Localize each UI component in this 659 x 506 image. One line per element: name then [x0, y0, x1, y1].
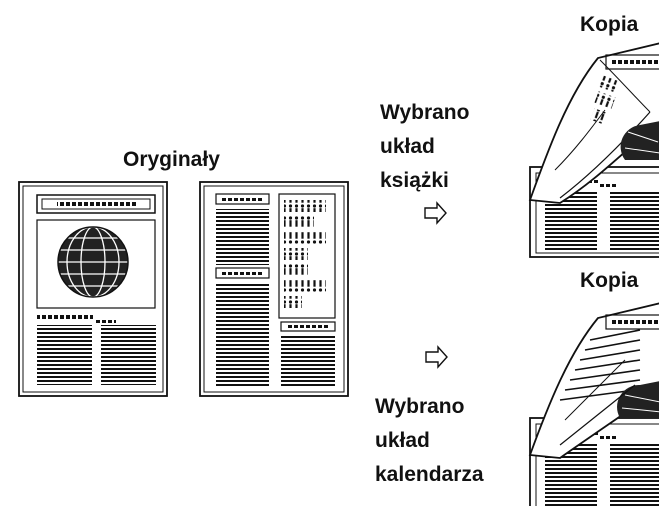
copy-title-book: Kopia: [580, 13, 639, 36]
arrow-right-icon: [425, 345, 448, 369]
original-page-1: [18, 181, 168, 397]
calendar-layout-line3: kalendarza: [375, 463, 484, 486]
arrow-right-icon: [424, 201, 447, 225]
calendar-layout-line2: układ: [375, 429, 430, 452]
globe-picture: [36, 219, 156, 309]
copy-book-layout: [528, 42, 659, 258]
originals-title: Oryginały: [123, 148, 220, 171]
copy-title-calendar: Kopia: [580, 269, 639, 292]
calendar-layout-label: Wybrano układ kalendarza: [375, 390, 484, 492]
original-page-2: [199, 181, 349, 397]
book-layout-line1: Wybrano: [380, 101, 470, 124]
book-layout-line3: książki: [380, 169, 449, 192]
headline-block: [36, 194, 156, 214]
book-layout-line2: układ: [380, 135, 435, 158]
calendar-layout-line1: Wybrano: [375, 395, 465, 418]
copy-calendar-layout: [528, 302, 659, 506]
book-layout-label: Wybrano układ książki: [380, 96, 469, 198]
